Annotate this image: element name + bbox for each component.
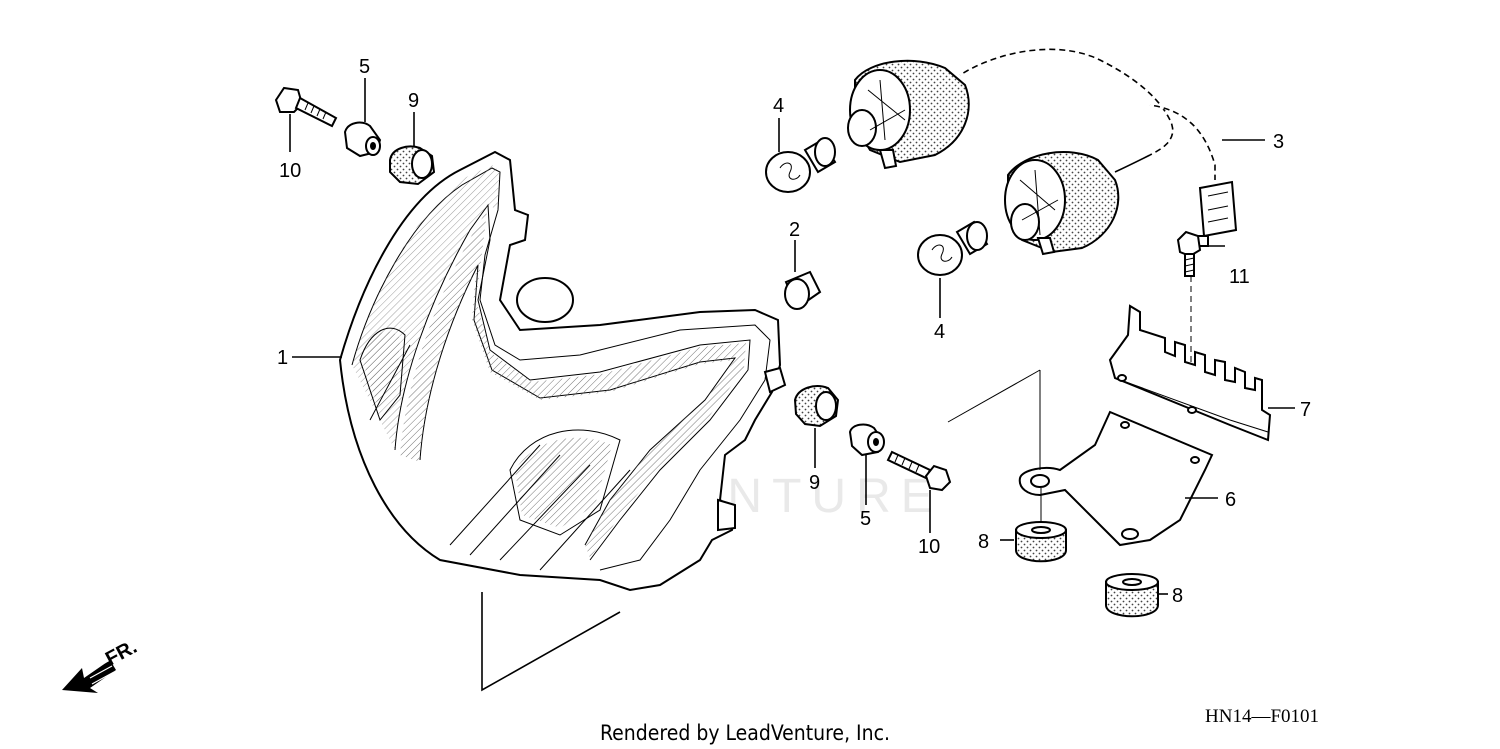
- headlight-assembly: [338, 150, 787, 692]
- callout-1: 1: [277, 347, 288, 369]
- callout-10-lower: 10: [918, 536, 940, 558]
- callout-8-upper: 8: [978, 531, 989, 553]
- bolt-part-10-lower: [886, 450, 952, 533]
- callout-5-lower: 5: [860, 508, 871, 530]
- callout-9-upper: 9: [408, 90, 419, 112]
- callout-4-upper: 4: [773, 95, 784, 117]
- collar-part-5-lower: [848, 423, 885, 505]
- callout-9-lower: 9: [809, 472, 820, 494]
- callout-7: 7: [1300, 399, 1311, 421]
- callout-3: 3: [1273, 131, 1284, 153]
- bulb-part-4-upper: [765, 118, 837, 193]
- grommet-part-8-lower: [1105, 573, 1168, 618]
- collar-part-5-top: [343, 78, 382, 158]
- callout-11: 11: [1229, 266, 1250, 288]
- bolt-part-10-top: [274, 86, 338, 152]
- socket-harness-part-3: [847, 47, 1265, 256]
- bolt-part-11: [1176, 230, 1225, 405]
- plate-part-6: [1018, 410, 1218, 547]
- bulb-part-4-lower: [917, 220, 989, 318]
- callout-8-lower: 8: [1172, 585, 1183, 607]
- callout-2: 2: [789, 219, 800, 241]
- callout-10-upper: 10: [279, 160, 301, 182]
- grommet-part-9-top: [389, 112, 436, 186]
- diagram-code: HN14—F0101: [1205, 706, 1319, 727]
- callout-4-lower: 4: [934, 321, 945, 343]
- rendered-by-credit: Rendered by LeadVenture, Inc.: [600, 721, 890, 745]
- grommet-part-8-upper: [947, 369, 1067, 563]
- callout-6: 6: [1225, 489, 1236, 511]
- grommet-part-9-lower: [793, 385, 840, 468]
- callout-5-upper: 5: [359, 56, 370, 78]
- bracket-part-7: [1108, 304, 1295, 442]
- collar-part-2: [784, 240, 822, 310]
- front-direction-arrow: FR.: [62, 636, 141, 693]
